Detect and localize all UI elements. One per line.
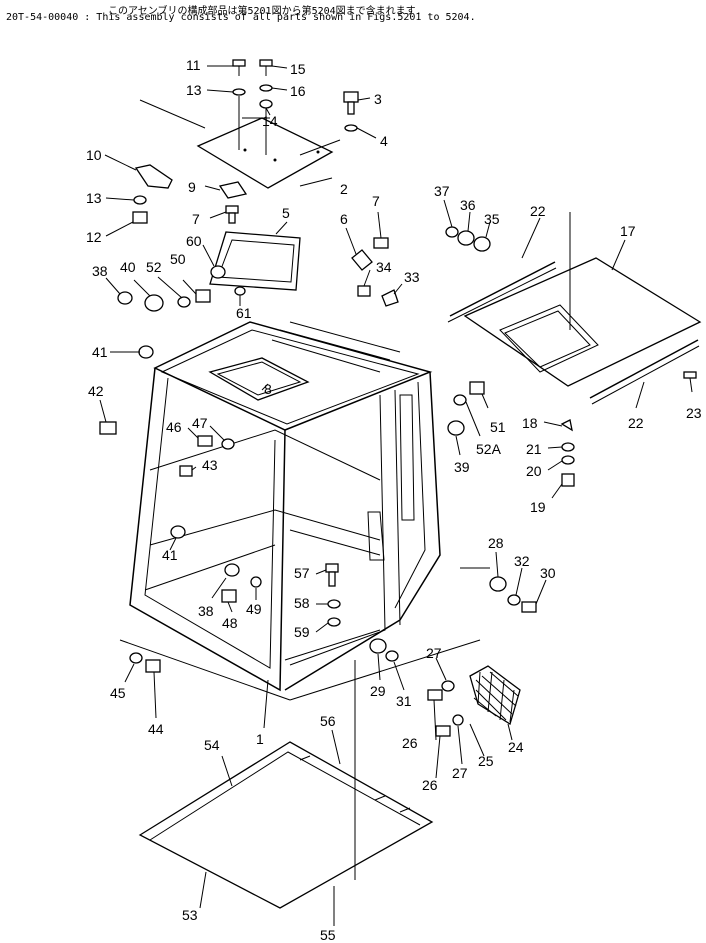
callout-51: 51: [490, 419, 506, 435]
callout-48: 48: [222, 615, 238, 631]
callout-29: 29: [370, 683, 386, 699]
roof-panel-17: [447, 212, 702, 405]
callout-26b: 26: [422, 777, 438, 793]
callout-15: 15: [290, 61, 306, 77]
callout-14: 14: [262, 113, 278, 129]
callout-27: 27: [426, 645, 442, 661]
callout-12: 12: [86, 229, 102, 245]
callout-6: 6: [340, 211, 348, 227]
callout-44: 44: [148, 721, 164, 737]
callout-3: 3: [374, 91, 382, 107]
callout-22b: 22: [628, 415, 644, 431]
callout-27b: 27: [452, 765, 468, 781]
callout-20: 20: [526, 463, 542, 479]
callout-41b: 41: [162, 547, 178, 563]
callout-61: 61: [236, 305, 252, 321]
callout-60: 60: [186, 233, 202, 249]
callout-23: 23: [686, 405, 702, 421]
callout-8: 8: [264, 381, 272, 397]
callout-52: 52: [146, 259, 162, 275]
roof-cover-plate: [196, 117, 334, 189]
callout-34: 34: [376, 259, 392, 275]
callout-39: 39: [454, 459, 470, 475]
callout-13b: 13: [86, 190, 102, 206]
cab-frame-1: [129, 321, 441, 692]
header-japanese-note: このアセンブリの構成部品は第5201図から第5204図まで含まれます.: [108, 6, 422, 17]
callout-4: 4: [380, 133, 388, 149]
callout-35: 35: [484, 211, 500, 227]
callout-38b: 38: [198, 603, 214, 619]
callout-36: 36: [460, 197, 476, 213]
callout-7: 7: [192, 211, 200, 227]
callout-42: 42: [88, 383, 104, 399]
fasteners-roof-panel: [560, 419, 575, 487]
callout-9: 9: [188, 179, 196, 195]
callout-47: 47: [192, 415, 208, 431]
callout-41: 41: [92, 344, 108, 360]
callout-55: 55: [320, 927, 336, 943]
bracket-10: [132, 99, 206, 224]
callout-49: 49: [246, 601, 262, 617]
fasteners-left-side: [170, 435, 262, 603]
callout-45: 45: [110, 685, 126, 701]
callout-7b: 7: [372, 193, 380, 209]
callout-33: 33: [404, 269, 420, 285]
fasteners-bottom: [129, 563, 341, 673]
fasteners-top-right: [445, 226, 491, 252]
callout-50: 50: [170, 251, 186, 267]
callout-13: 13: [186, 82, 202, 98]
callout-31: 31: [396, 693, 412, 709]
bracket-9: [218, 181, 248, 224]
window-seal-5: [209, 231, 301, 291]
callout-57: 57: [294, 565, 310, 581]
callout-22: 22: [530, 203, 546, 219]
callout-5: 5: [282, 205, 290, 221]
fasteners-right-bottom: [369, 576, 537, 737]
callout-32: 32: [514, 553, 530, 569]
callout-54: 54: [204, 737, 220, 753]
fasteners-right-mid: [447, 381, 485, 436]
callout-17: 17: [620, 223, 636, 239]
fasteners-left-upper: [99, 265, 246, 435]
callout-25: 25: [478, 753, 494, 769]
callout-52a: 52A: [476, 441, 502, 457]
header-assembly-note: 20T-54-00040 : This assembly consists of…: [6, 12, 476, 23]
callout-18: 18: [522, 415, 538, 431]
floor-mat-53: [138, 741, 434, 909]
callout-38: 38: [92, 263, 108, 279]
callout-10: 10: [86, 147, 102, 163]
callout-1: 1: [256, 731, 264, 747]
callout-11: 11: [186, 57, 201, 73]
callout-40: 40: [120, 259, 136, 275]
leader-lines: [99, 65, 693, 926]
callout-16: 16: [290, 83, 306, 99]
callout-2: 2: [340, 181, 348, 197]
callout-43: 43: [202, 457, 218, 473]
callout-59: 59: [294, 624, 310, 640]
callout-37: 37: [434, 183, 450, 199]
callout-24: 24: [508, 739, 524, 755]
callout-30: 30: [540, 565, 556, 581]
callout-labels: 11 15 13 16 14 3 4 10 13 12 9 7 2 5 60 6…: [86, 57, 702, 943]
callout-21: 21: [526, 441, 542, 457]
callout-56: 56: [320, 713, 336, 729]
fasteners-roof-right: [351, 237, 399, 307]
callout-26: 26: [402, 735, 418, 751]
callout-58: 58: [294, 595, 310, 611]
callout-46: 46: [166, 419, 182, 435]
callout-19: 19: [530, 499, 546, 515]
callout-28: 28: [488, 535, 504, 551]
callout-53: 53: [182, 907, 198, 923]
mesh-screen-24: [469, 665, 521, 726]
